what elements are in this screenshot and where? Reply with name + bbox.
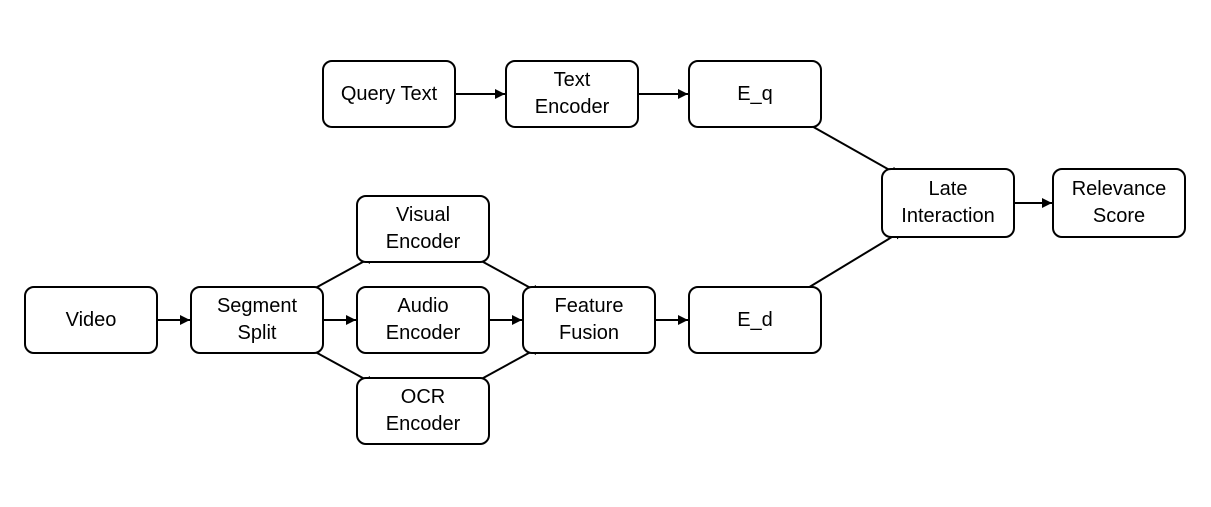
audio-encoder-node: Audio Encoder (356, 286, 490, 354)
segment-split-node: Segment Split (190, 286, 324, 354)
segment-split-label-line2: Split (237, 322, 277, 344)
text-encoder-label-line2: Encoder (534, 96, 610, 118)
late-interaction-node: Late Interaction (881, 168, 1015, 238)
video-node: Video (24, 286, 158, 354)
e-d-label: E_d (737, 308, 773, 331)
arrow-e-q-to-late-interaction (800, 119, 901, 177)
feature-fusion-node: Feature Fusion (522, 286, 656, 354)
late-interaction-label-line1: Late (928, 178, 968, 200)
relevance-score-label-line1: Relevance (1071, 178, 1167, 200)
query-text-label: Query Text (340, 82, 438, 105)
audio-encoder-label-line2: Encoder (385, 322, 461, 344)
ocr-encoder-label-line1: OCR (400, 386, 446, 408)
e-q-node: E_q (688, 60, 822, 128)
video-label: Video (65, 308, 117, 331)
e-q-label: E_q (737, 82, 773, 105)
late-interaction-label-line2: Interaction (901, 205, 995, 227)
arrow-e-d-to-late-interaction (797, 229, 904, 295)
relevance-score-label-line2: Score (1092, 205, 1146, 227)
visual-encoder-label-line1: Visual (395, 204, 451, 226)
feature-fusion-label-line2: Fusion (558, 322, 620, 344)
segment-split-label-line1: Segment (216, 295, 298, 317)
feature-fusion-label-line1: Feature (554, 295, 624, 317)
text-encoder-label-line1: Text (553, 69, 591, 91)
e-d-node: E_d (688, 286, 822, 354)
audio-encoder-label-line1: Audio (397, 295, 449, 317)
ocr-encoder-node: OCR Encoder (356, 377, 490, 445)
visual-encoder-label-line2: Encoder (385, 231, 461, 253)
relevance-score-node: Relevance Score (1052, 168, 1186, 238)
ocr-encoder-label-line2: Encoder (385, 413, 461, 435)
visual-encoder-node: Visual Encoder (356, 195, 490, 263)
query-text-node: Query Text (322, 60, 456, 128)
text-encoder-node: Text Encoder (505, 60, 639, 128)
